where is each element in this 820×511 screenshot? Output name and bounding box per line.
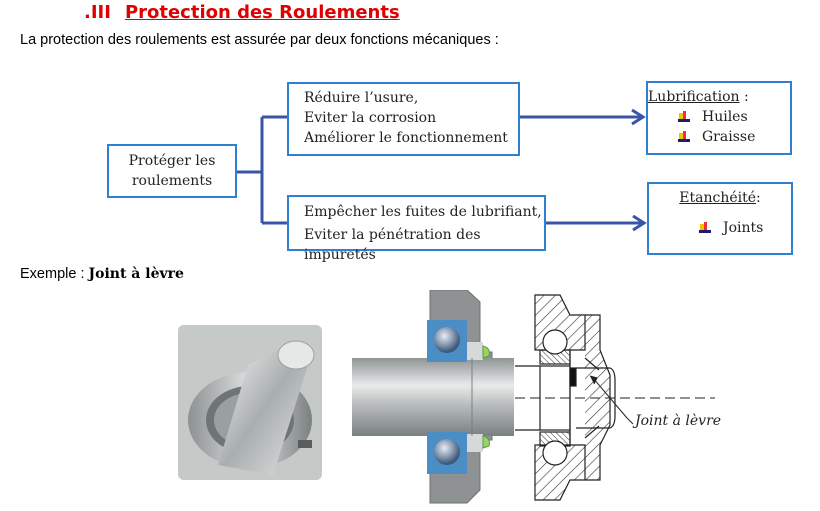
- bullet-arrow-icon: [678, 111, 690, 123]
- branch-bottom-line: Empêcher les fuites de lubrifiant,: [304, 204, 542, 220]
- lubrification-box: Lubrification : Huiles Graisse: [646, 81, 792, 155]
- root-line: roulements: [131, 173, 213, 189]
- arrow-head-etancheite: [632, 214, 647, 232]
- leader-label: Joint à lèvre: [635, 413, 722, 429]
- heading-suffix: :: [739, 89, 749, 105]
- arrow-head-lubrification: [631, 108, 646, 126]
- example-name: Joint à lèvre: [88, 266, 184, 282]
- item-label: Joints: [723, 220, 764, 236]
- branch-bottom-line: Eviter la pénétration des impuretés: [304, 227, 481, 263]
- root-line: Protéger les: [128, 153, 216, 169]
- section-number: .III: [84, 2, 111, 23]
- bullet-arrow-icon: [699, 222, 711, 234]
- branch-top-line: Eviter la corrosion: [304, 110, 437, 126]
- technical-drawing: [515, 294, 715, 501]
- branch-top-line: Améliorer le fonctionnement: [304, 130, 508, 146]
- bearing-photo: [178, 325, 322, 480]
- section-heading: .III Protection des Roulements: [84, 2, 400, 23]
- intro-text: La protection des roulements est assurée…: [20, 32, 499, 48]
- etancheite-heading: Etanchéité: [679, 190, 757, 206]
- example-caption: Exemple : Joint à lèvre: [20, 266, 184, 282]
- branch-top-line: Réduire l’usure,: [304, 90, 419, 106]
- lubrification-heading: Lubrification: [648, 89, 740, 105]
- item-label: Huiles: [702, 109, 748, 125]
- item-label: Graisse: [702, 129, 756, 145]
- etancheite-item: Joints: [649, 218, 791, 238]
- etancheite-box: Etanchéité: Joints: [647, 182, 793, 255]
- heading-suffix: :: [756, 190, 761, 206]
- branch-bottom-box: Empêcher les fuites de lubrifiant, Evite…: [287, 195, 546, 263]
- bearing-photo-drawing: [178, 325, 322, 480]
- lubrification-item: Huiles: [648, 107, 790, 127]
- bullet-arrow-icon: [678, 131, 690, 143]
- section-title: Protection des Roulements: [124, 2, 400, 23]
- root-box: Protéger les roulements: [107, 144, 237, 198]
- bearing-cross-section: [352, 290, 514, 504]
- branch-top-box: Réduire l’usure, Eviter la corrosion Amé…: [287, 82, 520, 156]
- lubrification-item: Graisse: [648, 127, 790, 147]
- example-prefix: Exemple :: [20, 266, 89, 282]
